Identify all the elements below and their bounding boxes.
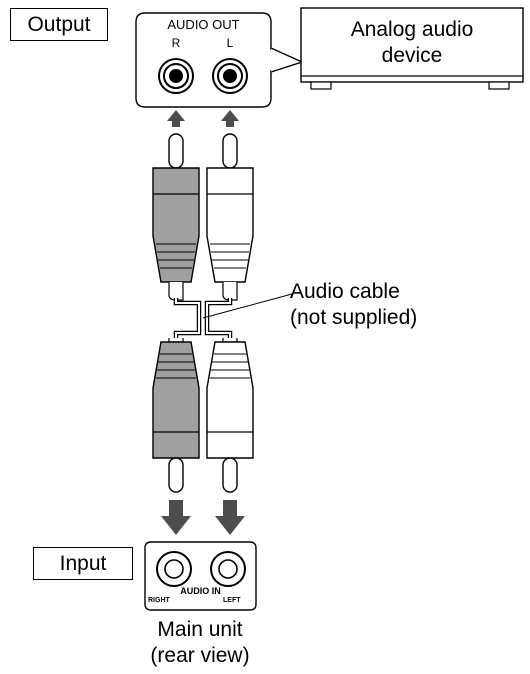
- analog-audio-device: [300, 7, 524, 90]
- device-name-line1: Analog audio: [350, 18, 474, 41]
- jack-r: [158, 58, 194, 94]
- lower-plug-red: [152, 338, 200, 493]
- cable-label: Audio cable (not supplied): [290, 279, 417, 331]
- jack-right: [156, 551, 192, 587]
- audio-out-panel: [135, 12, 304, 108]
- cable-label-line1: Audio cable: [290, 280, 400, 303]
- main-unit-label: Main unit (rear view): [125, 617, 275, 669]
- jack-right-label: RIGHT: [148, 597, 170, 604]
- main-unit-line2: (rear view): [150, 644, 250, 667]
- up-arrow-r: [167, 110, 185, 127]
- audio-out-title: AUDIO OUT: [167, 17, 240, 32]
- jack-r-label: R: [171, 36, 181, 50]
- audio-in-title: AUDIO IN: [180, 586, 221, 596]
- upper-plug-white: [206, 133, 254, 301]
- main-unit-line1: Main unit: [157, 618, 243, 641]
- up-arrow-l: [221, 110, 239, 127]
- lower-plug-white: [206, 338, 254, 493]
- jack-left: [210, 551, 246, 587]
- down-arrow-r: [161, 500, 191, 535]
- device-name-line2: device: [381, 44, 443, 67]
- input-label: Input: [33, 547, 133, 580]
- audio-in-panel: [144, 541, 257, 611]
- jack-l-label: L: [226, 36, 234, 50]
- jack-left-label: LEFT: [223, 597, 241, 604]
- audio-cable: [173, 293, 293, 338]
- down-arrow-l: [215, 500, 245, 535]
- cable-label-line2: (not supplied): [290, 306, 418, 329]
- output-label: Output: [10, 8, 108, 41]
- jack-l: [212, 58, 248, 94]
- upper-plug-red: [152, 133, 200, 301]
- device-name: Analog audio device: [301, 17, 523, 69]
